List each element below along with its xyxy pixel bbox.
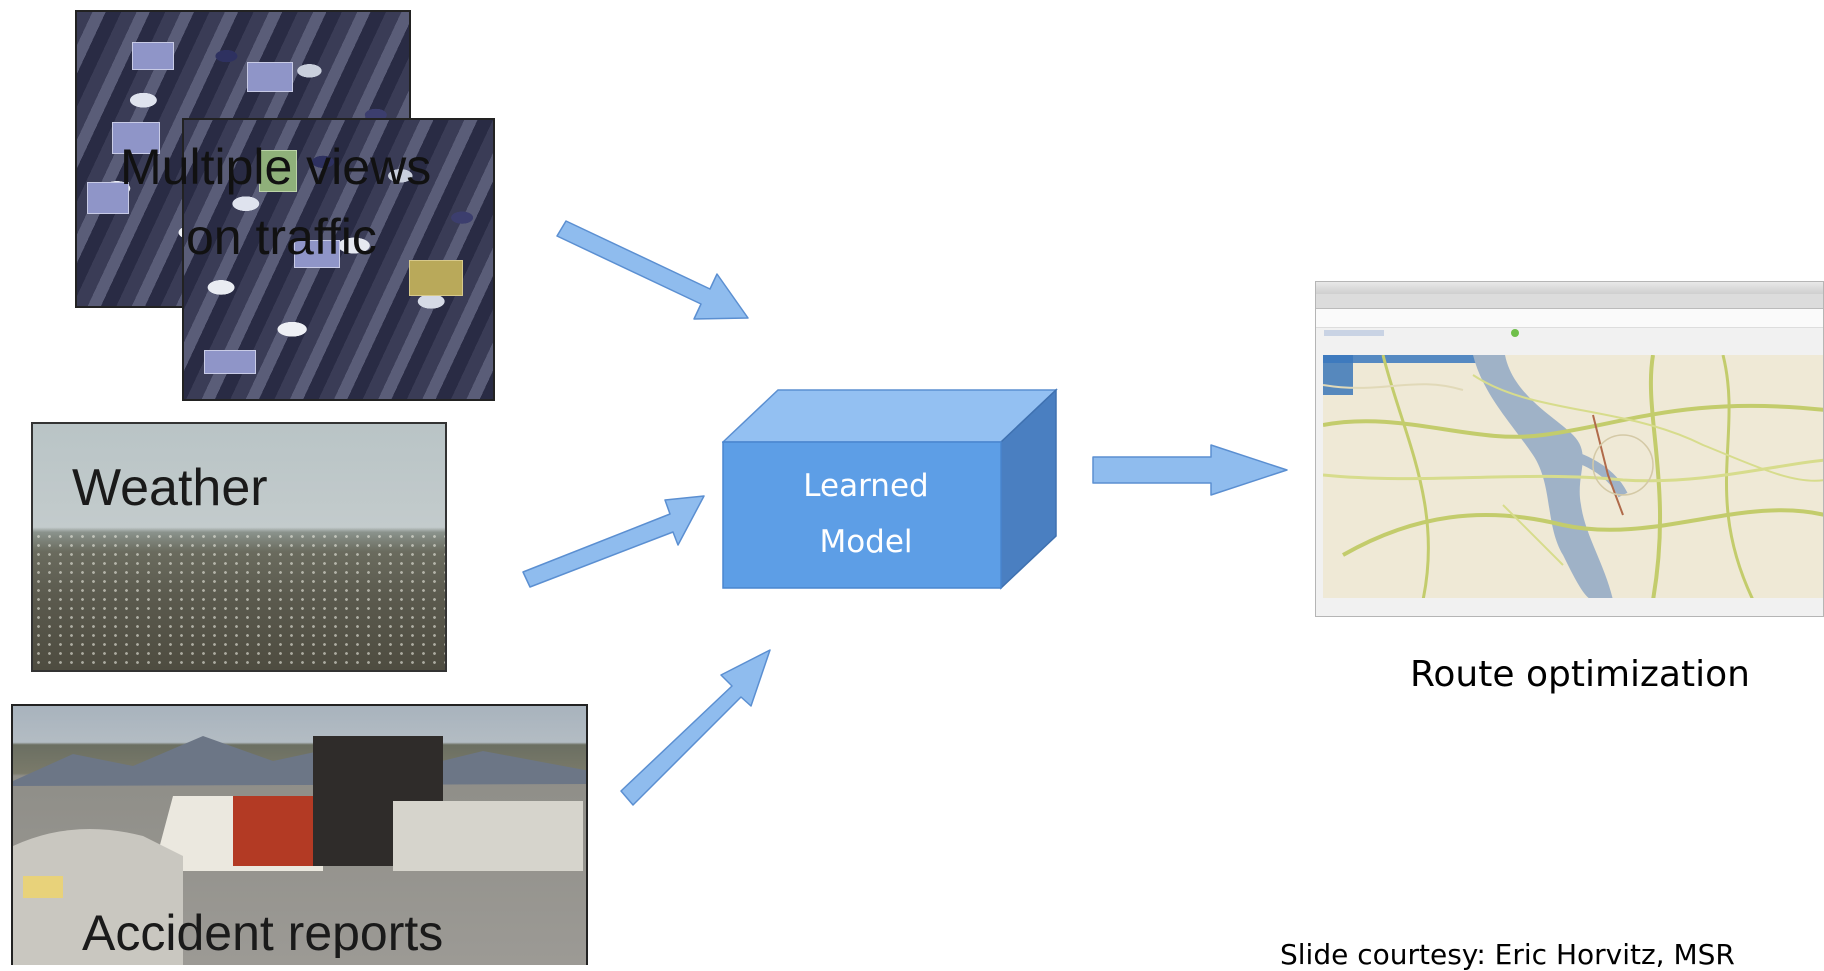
traffic-camera-image-front <box>182 118 495 401</box>
arrow-weather-to-model <box>522 495 705 588</box>
weather-label: Weather <box>72 459 268 517</box>
arrow-model-to-output <box>1092 444 1288 496</box>
route-optimization-caption: Route optimization <box>1410 654 1750 695</box>
arrow-traffic-to-model <box>556 220 749 320</box>
accident-image <box>11 704 588 965</box>
accident-label: Accident reports <box>82 908 444 958</box>
slide-credit: Slide courtesy: Eric Horvitz, MSR <box>1280 938 1735 971</box>
learned-model-cube <box>722 388 1058 590</box>
learned-model-label-line1: Learned <box>803 468 929 504</box>
traffic-label-line2: on traffic <box>186 209 377 265</box>
weather-image <box>31 422 447 672</box>
learned-model-label-line2: Model <box>819 524 913 560</box>
arrow-accident-to-model <box>620 649 771 806</box>
traffic-label-line1: Multiple views <box>120 139 432 195</box>
route-map-screenshot <box>1315 281 1824 617</box>
